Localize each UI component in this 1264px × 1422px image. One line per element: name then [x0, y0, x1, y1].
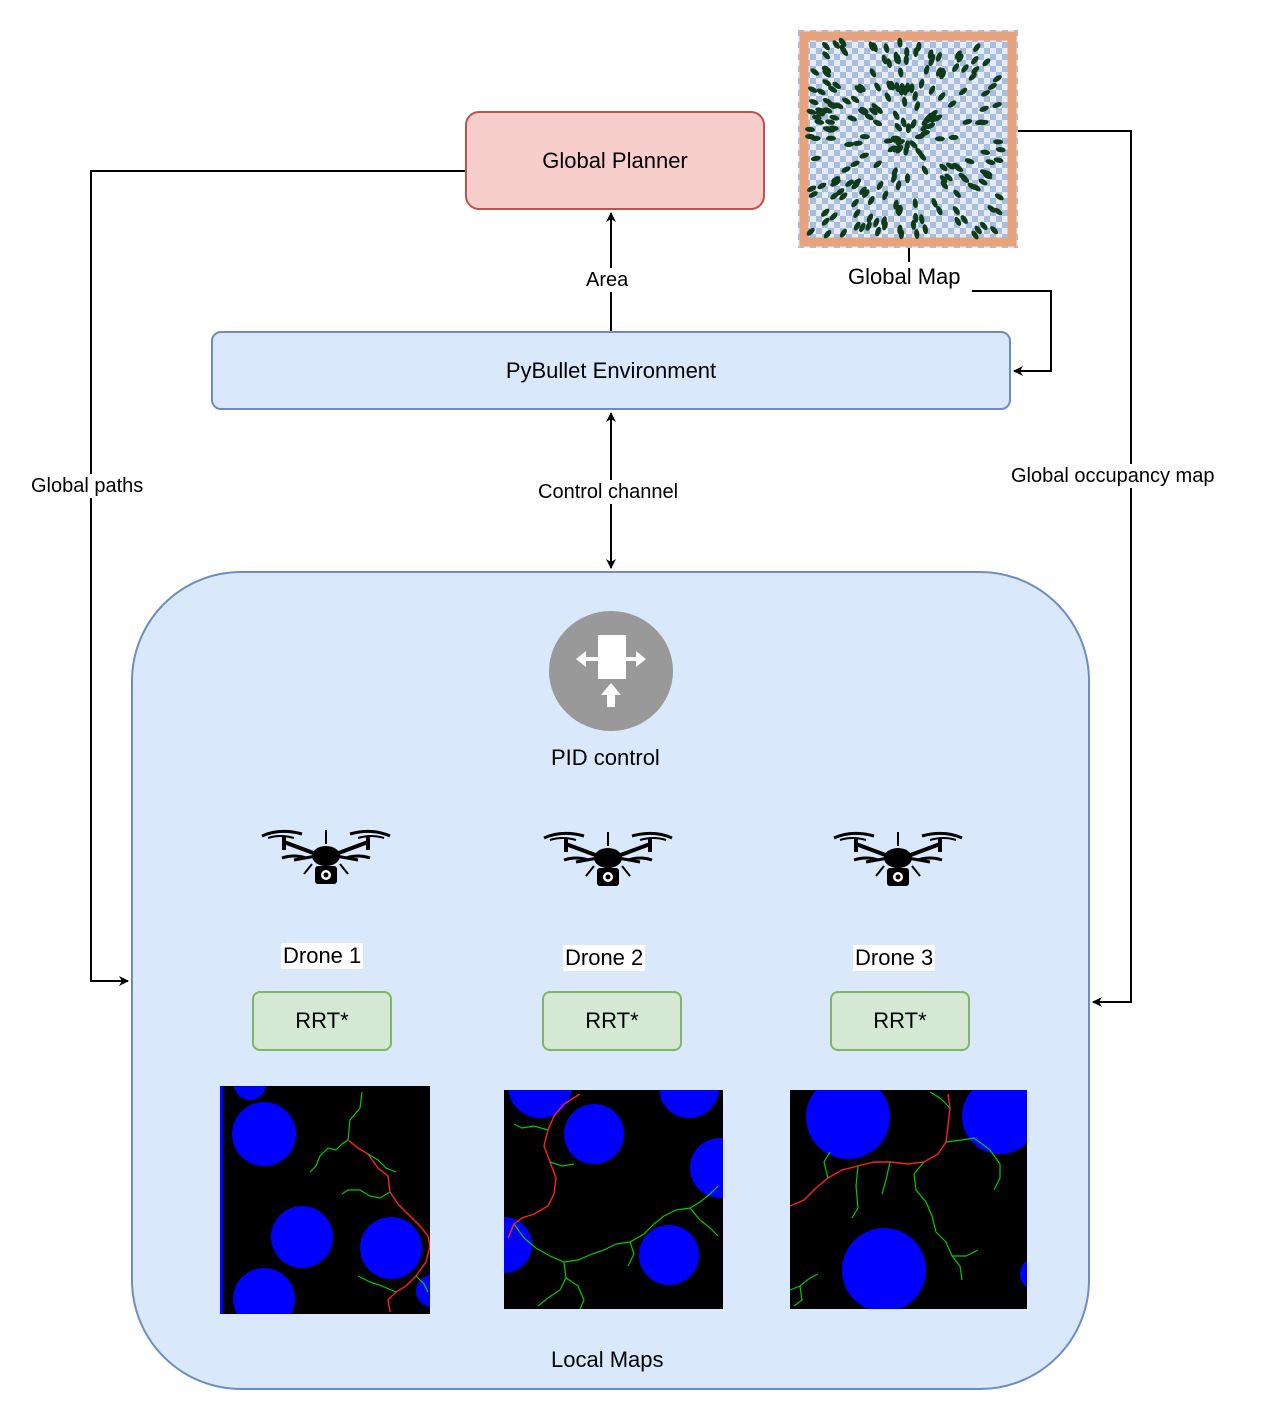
- drone-1-rrt-node: RRT*: [252, 991, 392, 1051]
- drone-2-rrt-node: RRT*: [542, 991, 682, 1051]
- edge-label-global-occupancy-map: Global occupancy map: [1009, 464, 1217, 488]
- local-map-3: [790, 1090, 1027, 1309]
- edge-label-area: Area: [584, 268, 631, 292]
- drone-icon: [258, 828, 394, 893]
- edge-global-paths: [90, 170, 465, 986]
- global-map-label: Global Map: [846, 264, 963, 290]
- local-map-1: [220, 1086, 430, 1314]
- rrt-label: RRT*: [585, 1008, 639, 1033]
- edge-label-control-channel: Control channel: [536, 480, 681, 504]
- drone-icon: [540, 830, 676, 895]
- rrt-label: RRT*: [873, 1008, 927, 1033]
- pybullet-environment-node: PyBullet Environment: [211, 331, 1011, 410]
- edge-global-occupancy-map: [1018, 130, 1132, 1007]
- global-map-image: [798, 30, 1018, 248]
- drone-icon: [830, 830, 966, 895]
- controller-icon: [549, 611, 673, 731]
- drone-2-label: Drone 2: [563, 945, 646, 971]
- drone-3-label: Drone 3: [853, 945, 936, 971]
- drone-1-label: Drone 1: [281, 943, 364, 969]
- edge-global-map: [972, 290, 1052, 376]
- global-planner-label: Global Planner: [542, 147, 688, 173]
- global-planner-node: Global Planner: [465, 111, 765, 210]
- controller-label: PID control: [551, 745, 660, 770]
- edge-label-global-paths: Global paths: [29, 474, 146, 498]
- local-map-2: [504, 1090, 723, 1309]
- rrt-label: RRT*: [295, 1008, 349, 1033]
- pybullet-label: PyBullet Environment: [505, 357, 717, 383]
- local-maps-label: Local Maps: [551, 1347, 664, 1372]
- drone-3-rrt-node: RRT*: [830, 991, 970, 1051]
